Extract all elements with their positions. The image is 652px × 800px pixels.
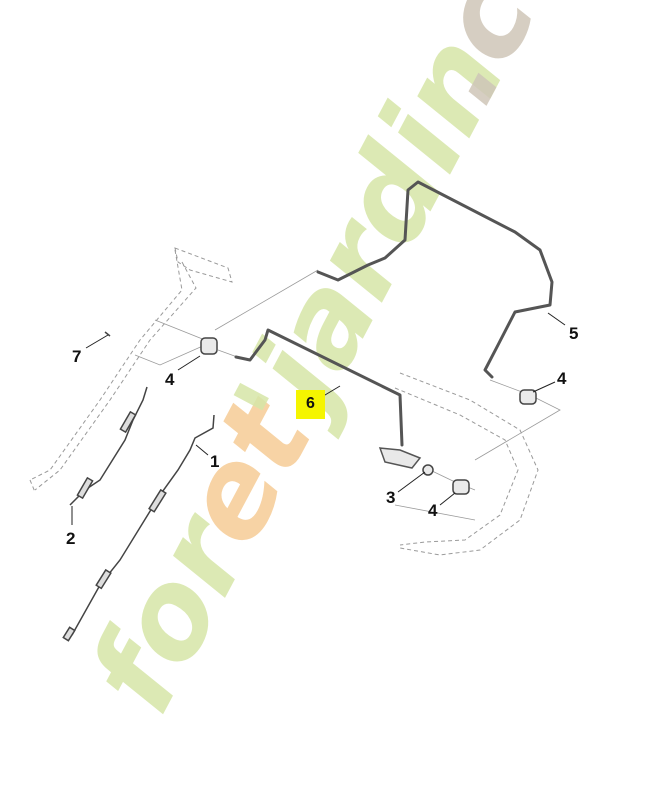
part-4-clip-b[interactable] <box>519 389 537 405</box>
callout-4-bottom[interactable]: 4 <box>428 501 438 520</box>
part-4-clip-a[interactable] <box>200 337 218 355</box>
callout-4-right[interactable]: 4 <box>557 369 567 388</box>
part-4-clip-c[interactable] <box>452 479 470 495</box>
part-1-cable[interactable] <box>62 414 215 642</box>
callout-1[interactable]: 1 <box>210 452 220 471</box>
part-2-cable[interactable] <box>69 386 148 506</box>
part-5-control-bail[interactable] <box>316 180 554 379</box>
callout-7[interactable]: 7 <box>72 347 82 366</box>
callout-6-highlighted[interactable]: 6 <box>296 390 325 419</box>
ghost-handle-right <box>394 372 539 556</box>
part-3-bushing[interactable] <box>422 464 434 476</box>
callout-4-left[interactable]: 4 <box>165 370 175 389</box>
callout-leaders <box>71 312 566 525</box>
part-7-pin[interactable] <box>104 331 111 337</box>
callout-2[interactable]: 2 <box>66 529 76 548</box>
part-6-pedal <box>378 447 422 469</box>
callout-3[interactable]: 3 <box>386 488 396 507</box>
ghost-handle-left <box>29 247 233 493</box>
watermark: for et 'jardin .com <box>63 0 652 734</box>
part-6-drive-lever[interactable] <box>234 328 404 447</box>
callout-5[interactable]: 5 <box>569 324 579 343</box>
